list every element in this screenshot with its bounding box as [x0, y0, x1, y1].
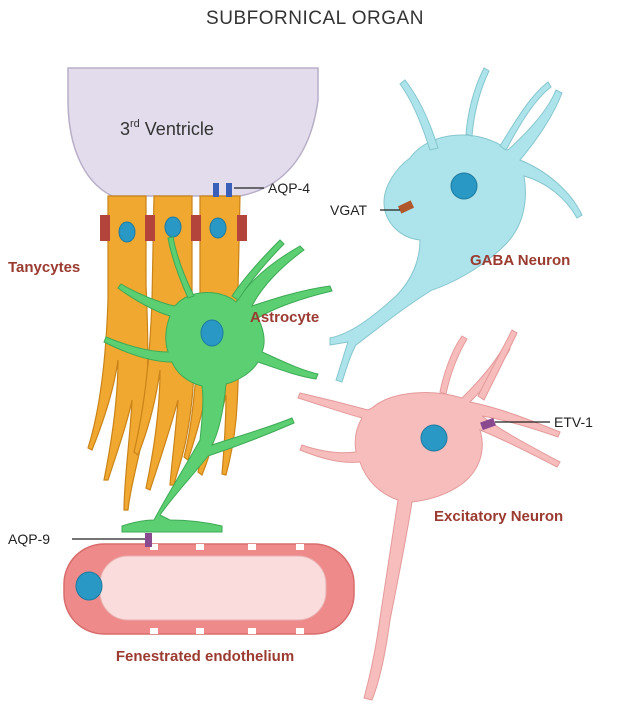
gaba-neuron	[329, 67, 583, 383]
excitatory-neuron-nucleus	[420, 424, 448, 452]
etv1-marker	[480, 417, 550, 431]
endothelium-nucleus	[75, 571, 103, 601]
vgat-marker	[380, 200, 415, 214]
fenestrated-endothelium	[63, 543, 355, 635]
gaba-neuron-label: GABA Neuron	[470, 252, 570, 269]
aqp9-channel	[72, 533, 152, 547]
excitatory-neuron	[297, 329, 561, 701]
tight-junctions	[100, 215, 247, 241]
tanycytes-label: Tanycytes	[8, 259, 80, 276]
excitatory-neuron-label: Excitatory Neuron	[434, 508, 563, 525]
vgat-label: VGAT	[330, 202, 368, 218]
aqp4-channel	[213, 183, 264, 197]
diagram-title: SUBFORNICAL ORGAN	[206, 8, 424, 29]
aqp4-label: AQP-4	[268, 180, 310, 196]
etv1-label: ETV-1	[554, 414, 593, 430]
astrocyte-label: Astrocyte	[250, 309, 319, 326]
aqp9-label: AQP-9	[8, 531, 50, 547]
astrocyte	[103, 236, 333, 533]
gaba-neuron-nucleus	[450, 172, 478, 200]
endothelium-label: Fenestrated endothelium	[116, 648, 294, 665]
tanycyte-nuclei	[118, 216, 227, 243]
ventricle-label: 3rd Ventricle	[120, 118, 214, 139]
astrocyte-nucleus	[200, 319, 224, 347]
